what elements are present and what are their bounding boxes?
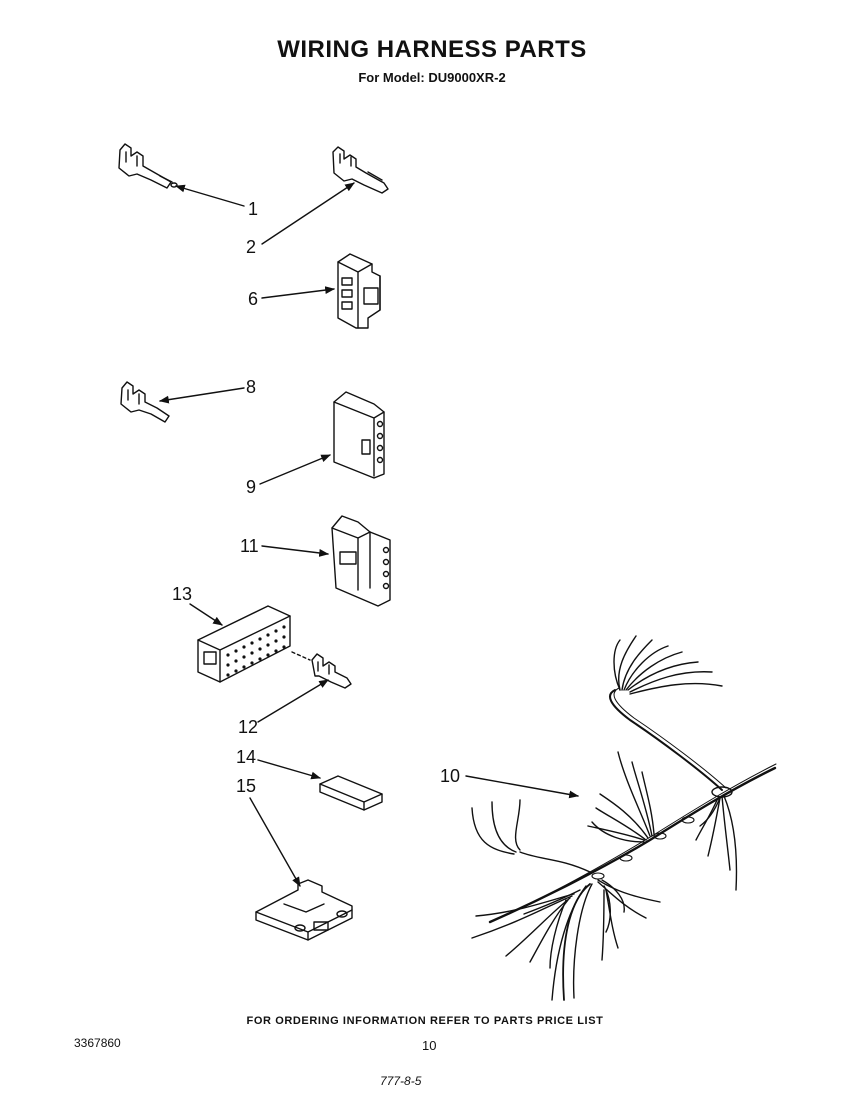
- multi-pin-housing-part-13: [197, 605, 291, 683]
- leader-14: [257, 759, 321, 780]
- terminal-part-8: [120, 381, 170, 423]
- callout-12: 12: [238, 717, 258, 737]
- terminal-part-12: [291, 651, 352, 689]
- terminal-part-2: [332, 146, 389, 194]
- callout-8: 8: [246, 377, 256, 397]
- leader-6: [261, 286, 335, 299]
- leader-8: [159, 387, 245, 404]
- housing-part-9: [333, 391, 385, 479]
- leader-1: [175, 184, 245, 207]
- callout-13: 13: [172, 584, 192, 604]
- leader-9: [259, 454, 331, 485]
- callout-2: 2: [246, 237, 256, 257]
- leader-11: [261, 545, 329, 557]
- leader-12: [257, 679, 329, 723]
- callout-10: 10: [440, 766, 460, 786]
- terminal-part-1: [118, 143, 178, 189]
- wiring-harness-part-10: [471, 635, 777, 1001]
- clip-part-14: [319, 775, 383, 811]
- callout-15: 15: [236, 776, 256, 796]
- callout-11: 11: [240, 536, 259, 556]
- leader-10: [465, 775, 579, 799]
- callout-1: 1: [248, 199, 258, 219]
- document-number: 3367860: [74, 1036, 121, 1050]
- ordering-note: FOR ORDERING INFORMATION REFER TO PARTS …: [246, 1015, 604, 1027]
- leader-2: [261, 182, 355, 245]
- callout-9: 9: [246, 477, 256, 497]
- page-number: 10: [422, 1038, 437, 1053]
- callout-14: 14: [236, 747, 256, 767]
- model-subtitle: For Model: DU9000XR-2: [358, 70, 506, 85]
- callout-6: 6: [248, 289, 258, 309]
- bracket-part-15: [255, 879, 353, 941]
- page-title: WIRING HARNESS PARTS: [277, 36, 587, 63]
- leader-13: [189, 603, 223, 626]
- connector-part-6: [337, 253, 381, 329]
- handwritten-date: 777-8-5: [380, 1074, 422, 1088]
- housing-part-11: [331, 515, 391, 607]
- leader-15: [249, 797, 301, 887]
